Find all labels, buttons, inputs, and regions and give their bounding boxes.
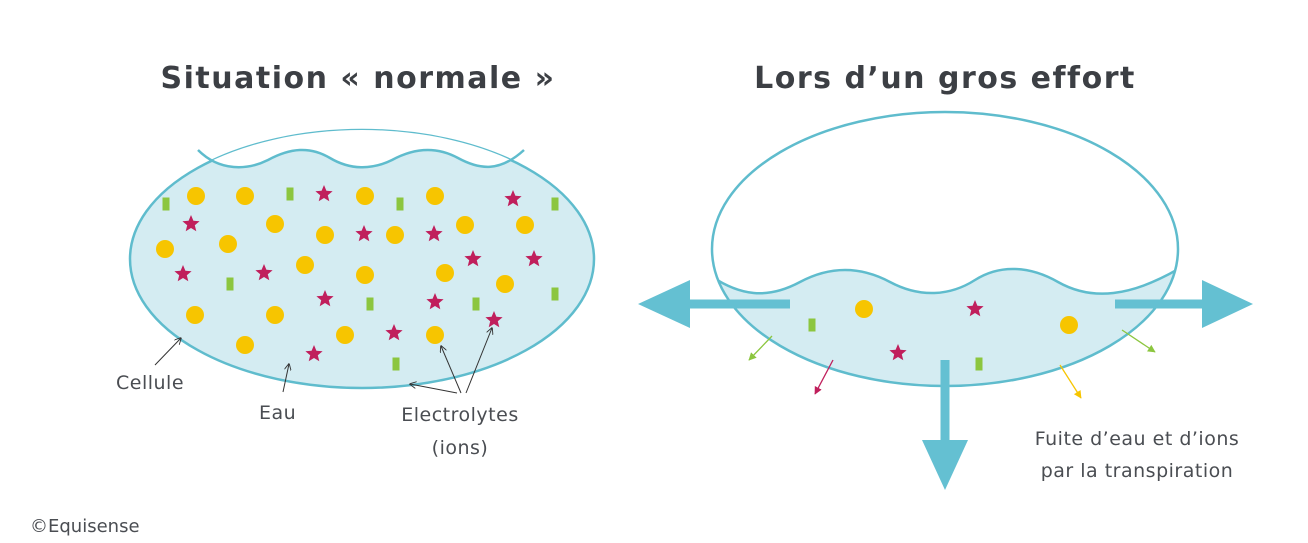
star-ion-icon <box>426 293 444 310</box>
label-water: Eau <box>259 402 296 424</box>
bar-ion-icon <box>472 297 480 311</box>
star-ion-icon <box>305 345 323 362</box>
label-electrolytes: Electrolytes <box>401 404 518 426</box>
cell-membrane <box>128 128 596 390</box>
circle-ion-icon <box>236 336 254 354</box>
bar-ion-icon <box>808 318 816 332</box>
star-ion-icon <box>316 290 334 307</box>
circle-ion-icon <box>436 264 454 282</box>
cell-normal <box>128 128 596 390</box>
label-pointers <box>154 328 492 394</box>
circle-ion-icon <box>386 226 404 244</box>
circle-ion-icon <box>156 240 174 258</box>
circle-ion-icon <box>356 266 374 284</box>
star-ion-icon <box>425 225 443 242</box>
credit: ©Equisense <box>30 516 140 537</box>
bar-ion-icon <box>551 197 559 211</box>
star-ion-icon <box>355 225 373 242</box>
circle-ion-icon <box>1060 316 1078 334</box>
circle-ion-icon <box>219 235 237 253</box>
circle-ion-icon <box>426 187 444 205</box>
ions-normal <box>156 185 559 371</box>
bar-ion-icon <box>366 297 374 311</box>
ions-effort <box>808 300 1078 371</box>
circle-ion-icon <box>496 275 514 293</box>
title-normal: Situation « normale » <box>161 61 556 96</box>
star-ion-icon <box>504 190 522 207</box>
circle-ion-icon <box>456 216 474 234</box>
title-effort: Lors d’un gros effort <box>754 61 1136 96</box>
bar-ion-icon <box>392 357 400 371</box>
circle-ion-icon <box>266 215 284 233</box>
circle-ion-icon <box>336 326 354 344</box>
star-ion-icon <box>255 264 273 281</box>
circle-ion-icon <box>266 306 284 324</box>
circle-ion-icon <box>236 187 254 205</box>
circle-ion-icon <box>426 326 444 344</box>
label-leak-sweat: par la transpiration <box>1041 460 1234 482</box>
bar-ion-icon <box>286 187 294 201</box>
circle-ion-icon <box>186 306 204 324</box>
arrow-icon <box>638 280 1253 490</box>
star-ion-icon <box>464 250 482 267</box>
bar-ion-icon <box>975 357 983 371</box>
circle-ion-icon <box>516 216 534 234</box>
cell-effort <box>710 110 1180 388</box>
air-gap <box>196 130 524 168</box>
bar-ion-icon <box>226 277 234 291</box>
leak-arrows <box>748 329 1156 399</box>
star-ion-icon <box>174 265 192 282</box>
circle-ion-icon <box>296 256 314 274</box>
label-cell: Cellule <box>116 372 184 394</box>
circle-ion-icon <box>187 187 205 205</box>
star-ion-icon <box>182 215 200 232</box>
star-ion-icon <box>485 311 503 328</box>
label-leak: Fuite d’eau et d’ions <box>1035 428 1240 450</box>
star-ion-icon <box>889 344 907 361</box>
star-ion-icon <box>966 300 984 317</box>
bar-ion-icon <box>551 287 559 301</box>
circle-ion-icon <box>356 187 374 205</box>
star-ion-icon <box>525 250 543 267</box>
star-ion-icon <box>385 324 403 341</box>
circle-ion-icon <box>316 226 334 244</box>
bar-ion-icon <box>162 197 170 211</box>
star-ion-icon <box>315 185 333 202</box>
label-electrolytes-ions: (ions) <box>432 437 489 459</box>
circle-ion-icon <box>855 300 873 318</box>
bar-ion-icon <box>396 197 404 211</box>
